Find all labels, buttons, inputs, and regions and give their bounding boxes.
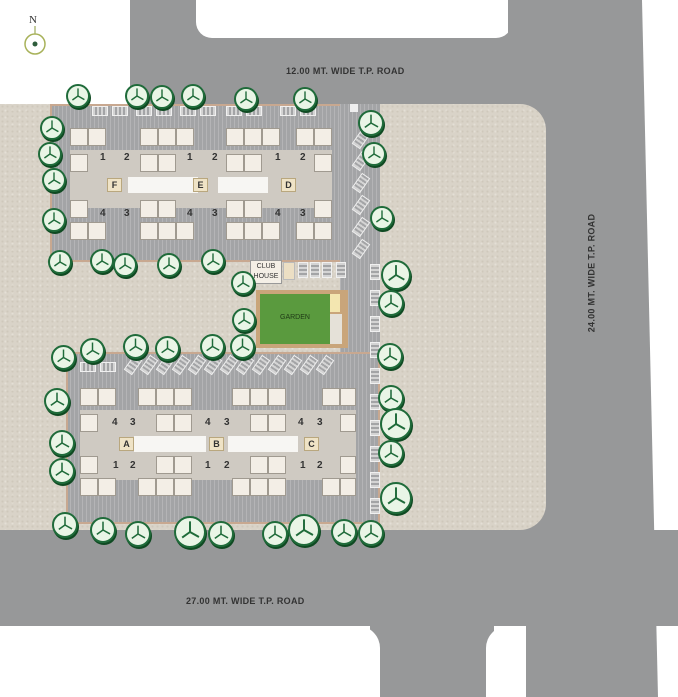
north-label: N [29, 14, 37, 26]
tree-icon [174, 516, 206, 548]
tree-icon [358, 520, 384, 546]
tree-icon [51, 345, 76, 370]
unit-D2: 2 [300, 152, 306, 163]
tree-icon [381, 260, 411, 290]
tree-icon [113, 253, 137, 277]
garden-seating [330, 314, 342, 344]
unit-D4: 4 [275, 208, 281, 219]
unit-B1: 1 [205, 460, 211, 471]
tree-icon [150, 85, 174, 109]
road-south [0, 530, 678, 626]
white-corner-right [486, 626, 526, 697]
tree-icon [380, 482, 412, 514]
tree-icon [48, 250, 72, 274]
tree-icon [42, 208, 66, 232]
unit-E4: 4 [187, 208, 193, 219]
unit-B3: 3 [224, 417, 230, 428]
tree-icon [208, 521, 234, 547]
tree-icon [231, 271, 255, 295]
club-house-label-line1: CLUB [256, 263, 276, 270]
tree-icon [125, 84, 149, 108]
core-BC [228, 436, 298, 452]
club-house: CLUB HOUSE [250, 260, 282, 284]
tree-icon [378, 385, 404, 411]
tree-icon [200, 334, 225, 359]
unit-E3: 3 [212, 208, 218, 219]
wing-B: B [209, 437, 224, 451]
core-ED [218, 177, 268, 193]
tree-icon [90, 249, 114, 273]
tree-icon [358, 110, 384, 136]
unit-F4: 4 [100, 208, 106, 219]
north-compass: N [20, 14, 50, 64]
tree-icon [80, 338, 105, 363]
core-AB [134, 436, 206, 452]
tree-icon [49, 430, 75, 456]
road-label-north: 12.00 MT. WIDE T.P. ROAD [286, 66, 405, 76]
white-cutout-north [196, 0, 512, 38]
tree-icon [66, 84, 90, 108]
unit-B4: 4 [205, 417, 211, 428]
road-south-connector [370, 620, 494, 697]
tree-icon [234, 87, 258, 111]
tree-icon [123, 334, 148, 359]
wing-F: F [107, 178, 122, 192]
unit-E1: 1 [187, 152, 193, 163]
tree-icon [380, 408, 412, 440]
wing-D: D [281, 178, 296, 192]
tree-icon [201, 249, 225, 273]
unit-D1: 1 [275, 152, 281, 163]
tree-icon [232, 308, 256, 332]
unit-F1: 1 [100, 152, 106, 163]
unit-A3: 3 [130, 417, 136, 428]
tree-icon [90, 517, 116, 543]
tree-icon [370, 206, 394, 230]
garden-pavilion [330, 294, 340, 312]
tree-icon [378, 440, 404, 466]
wing-E: E [193, 178, 208, 192]
tree-icon [288, 514, 320, 546]
unit-C1: 1 [300, 460, 306, 471]
unit-C2: 2 [317, 460, 323, 471]
unit-C3: 3 [317, 417, 323, 428]
tree-icon [377, 343, 403, 369]
tree-icon [52, 512, 78, 538]
road-label-south: 27.00 MT. WIDE T.P. ROAD [186, 596, 305, 606]
unit-E2: 2 [212, 152, 218, 163]
tree-icon [42, 168, 66, 192]
unit-A4: 4 [112, 417, 118, 428]
unit-F3: 3 [124, 208, 130, 219]
unit-B2: 2 [224, 460, 230, 471]
club-house-label-line2: HOUSE [253, 273, 279, 280]
tree-icon [262, 521, 288, 547]
tree-icon [293, 87, 317, 111]
tree-icon [125, 521, 151, 547]
tree-icon [362, 142, 386, 166]
unit-D3: 3 [300, 208, 306, 219]
garden-label: GARDEN [280, 314, 310, 321]
core-FE [128, 177, 198, 193]
tree-icon [44, 388, 70, 414]
tree-icon [49, 458, 75, 484]
club-house-annex [283, 262, 295, 280]
north-arrow-icon [24, 26, 46, 55]
tree-icon [378, 290, 404, 316]
garden: GARDEN [260, 294, 330, 344]
tree-icon [230, 334, 255, 359]
tree-icon [157, 253, 181, 277]
tree-icon [40, 116, 64, 140]
unit-F2: 2 [124, 152, 130, 163]
tree-icon [155, 336, 180, 361]
wing-C: C [304, 437, 319, 451]
road-label-east: 24.00 MT. WIDE T.P. ROAD [586, 213, 597, 333]
tree-icon [38, 142, 62, 166]
unit-A2: 2 [130, 460, 136, 471]
unit-C4: 4 [298, 417, 304, 428]
tree-icon [331, 519, 357, 545]
tree-icon [181, 84, 205, 108]
wing-A: A [119, 437, 134, 451]
white-corner-left [340, 626, 380, 697]
unit-A1: 1 [113, 460, 119, 471]
